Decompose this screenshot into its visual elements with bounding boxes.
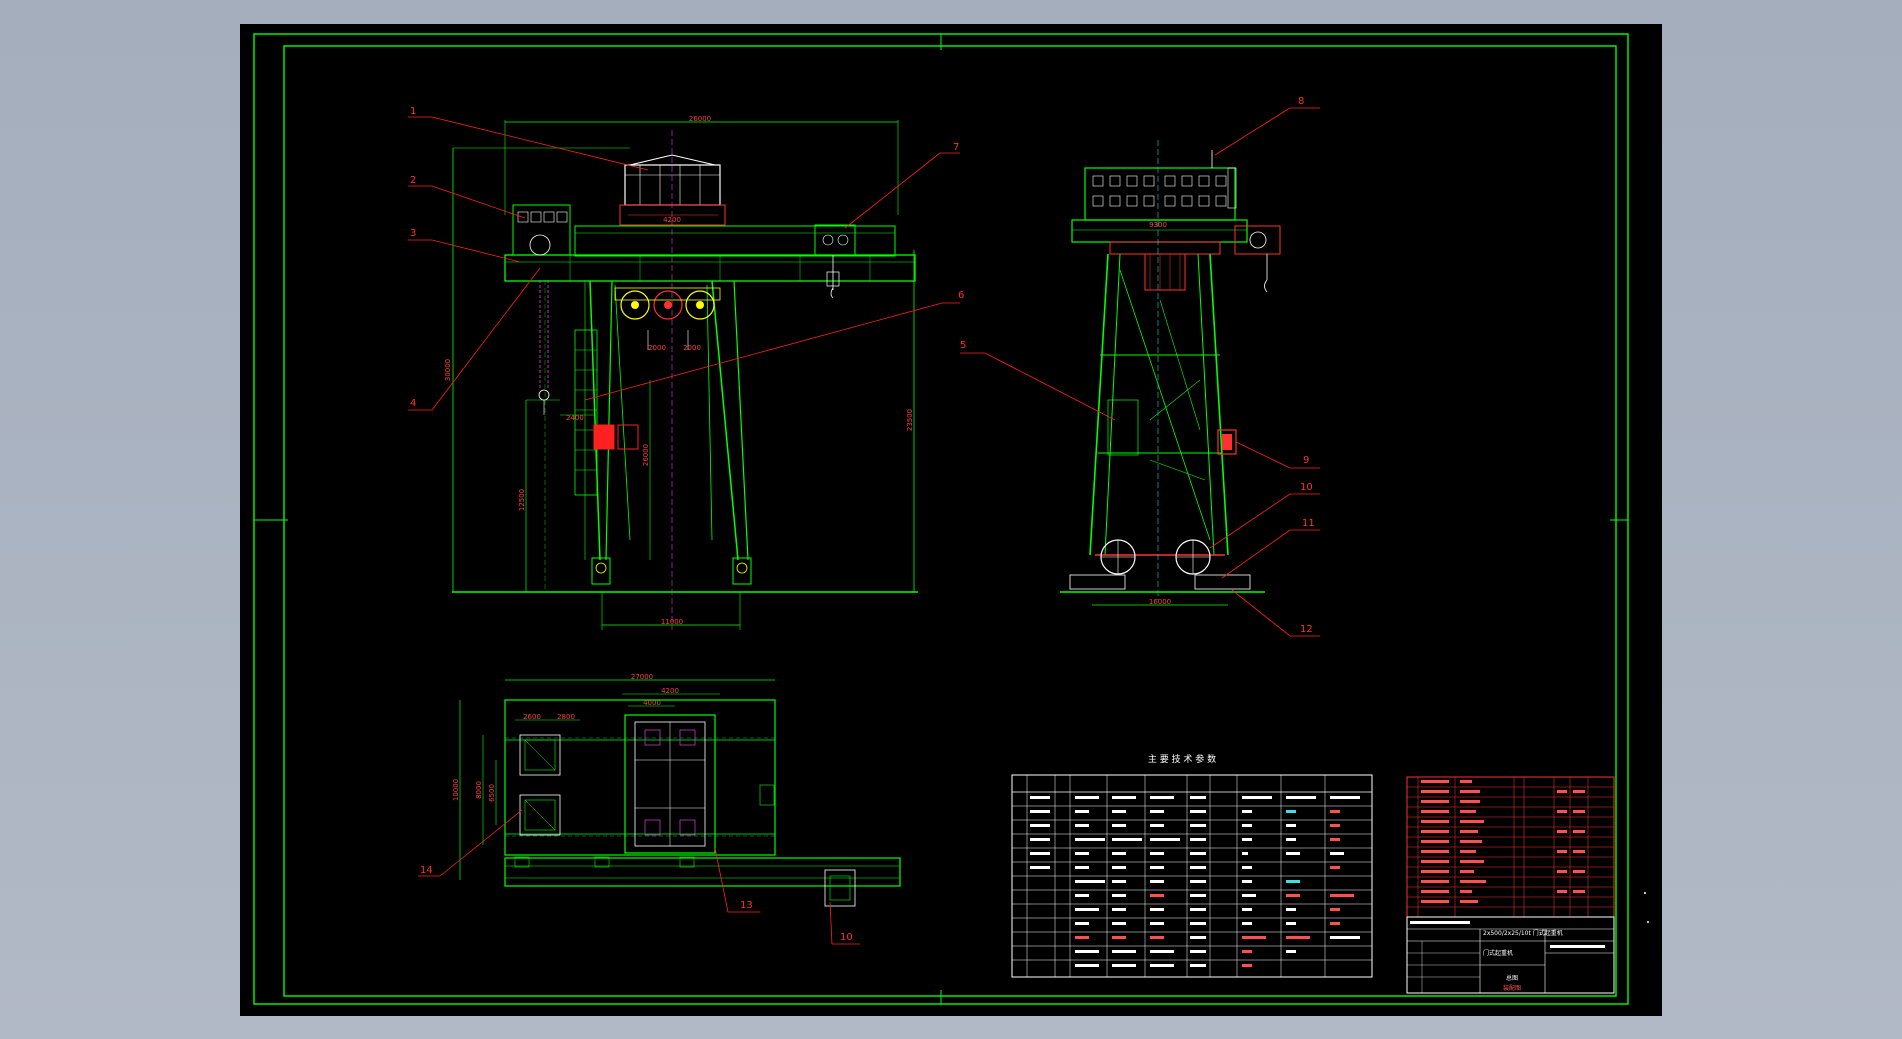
callout-9: 9 — [1303, 455, 1309, 466]
callout-12: 12 — [1300, 624, 1313, 635]
edge-mark-2 — [1647, 921, 1649, 923]
side-elevation: 9300 — [1060, 140, 1281, 606]
plan-view: 27000 4200 4000 2600 2800 10000 8000 650… — [452, 673, 901, 907]
table-cell-marks — [1030, 796, 1360, 967]
inner-frame — [283, 45, 1617, 997]
dim-front-pitch-a: 2000 — [648, 344, 666, 352]
dim-front-left-sub: 12500 — [518, 489, 526, 511]
dim-front-hoist: 23500 — [906, 409, 914, 431]
callout-7: 7 — [953, 142, 959, 153]
callout-14: 14 — [420, 865, 433, 876]
callout-4: 4 — [410, 398, 416, 409]
front-elevation: 26000 30000 23500 12500 26000 11000 — [444, 115, 918, 630]
dim-plan-d: 2800 — [557, 713, 575, 721]
title-label: 总图 — [1506, 974, 1518, 982]
callout-2: 2 — [410, 175, 416, 186]
dim-plan-c: 2600 — [523, 713, 541, 721]
callout-13: 13 — [740, 900, 753, 911]
callout-11: 11 — [1302, 518, 1315, 529]
dim-plan-e: 8000 — [475, 781, 483, 799]
dim-front-top: 26000 — [689, 115, 711, 123]
side-callouts: 8 5 9 10 11 12 — [960, 96, 1320, 637]
dim-plan-f: 10000 — [452, 779, 460, 801]
callout-10-plan: 10 — [840, 932, 853, 943]
title-block: 2x500/2x25/10t 门式起重机 门式起重机 总图 装配图 — [1406, 916, 1615, 994]
callout-5: 5 — [960, 340, 966, 351]
callout-1: 1 — [410, 106, 416, 117]
title-spec-line: 2x500/2x25/10t 门式起重机 — [1483, 929, 1563, 937]
callout-3: 3 — [410, 228, 416, 239]
plan-callouts: 14 13 10 — [418, 809, 860, 945]
table-title: 主 要 技 术 参 数 — [1148, 753, 1216, 765]
dim-plan-a: 4200 — [661, 687, 679, 695]
title-drawing-name: 门式起重机 — [1483, 949, 1513, 957]
dim-front-pitch-b: 2000 — [683, 344, 701, 352]
callout-8: 8 — [1298, 96, 1304, 107]
callout-10-side: 10 — [1300, 482, 1313, 493]
dim-front-mid: 26000 — [642, 444, 650, 466]
dim-plan-b: 4000 — [643, 699, 661, 707]
edge-mark-1 — [1644, 892, 1646, 894]
parameter-table: 主 要 技 术 参 数 — [1011, 753, 1373, 978]
dim-side-base: 16000 — [1149, 598, 1171, 606]
dim-plan-g: 6500 — [488, 784, 496, 802]
title-sub-label: 装配图 — [1503, 984, 1521, 992]
dim-front-offset: 2400 — [566, 414, 584, 422]
callout-6: 6 — [958, 290, 964, 301]
parts-list — [1406, 776, 1615, 918]
dim-front-height: 30000 — [444, 359, 452, 381]
dim-plan-top: 27000 — [631, 673, 653, 681]
front-callouts: 1 2 3 4 7 6 — [408, 106, 964, 411]
